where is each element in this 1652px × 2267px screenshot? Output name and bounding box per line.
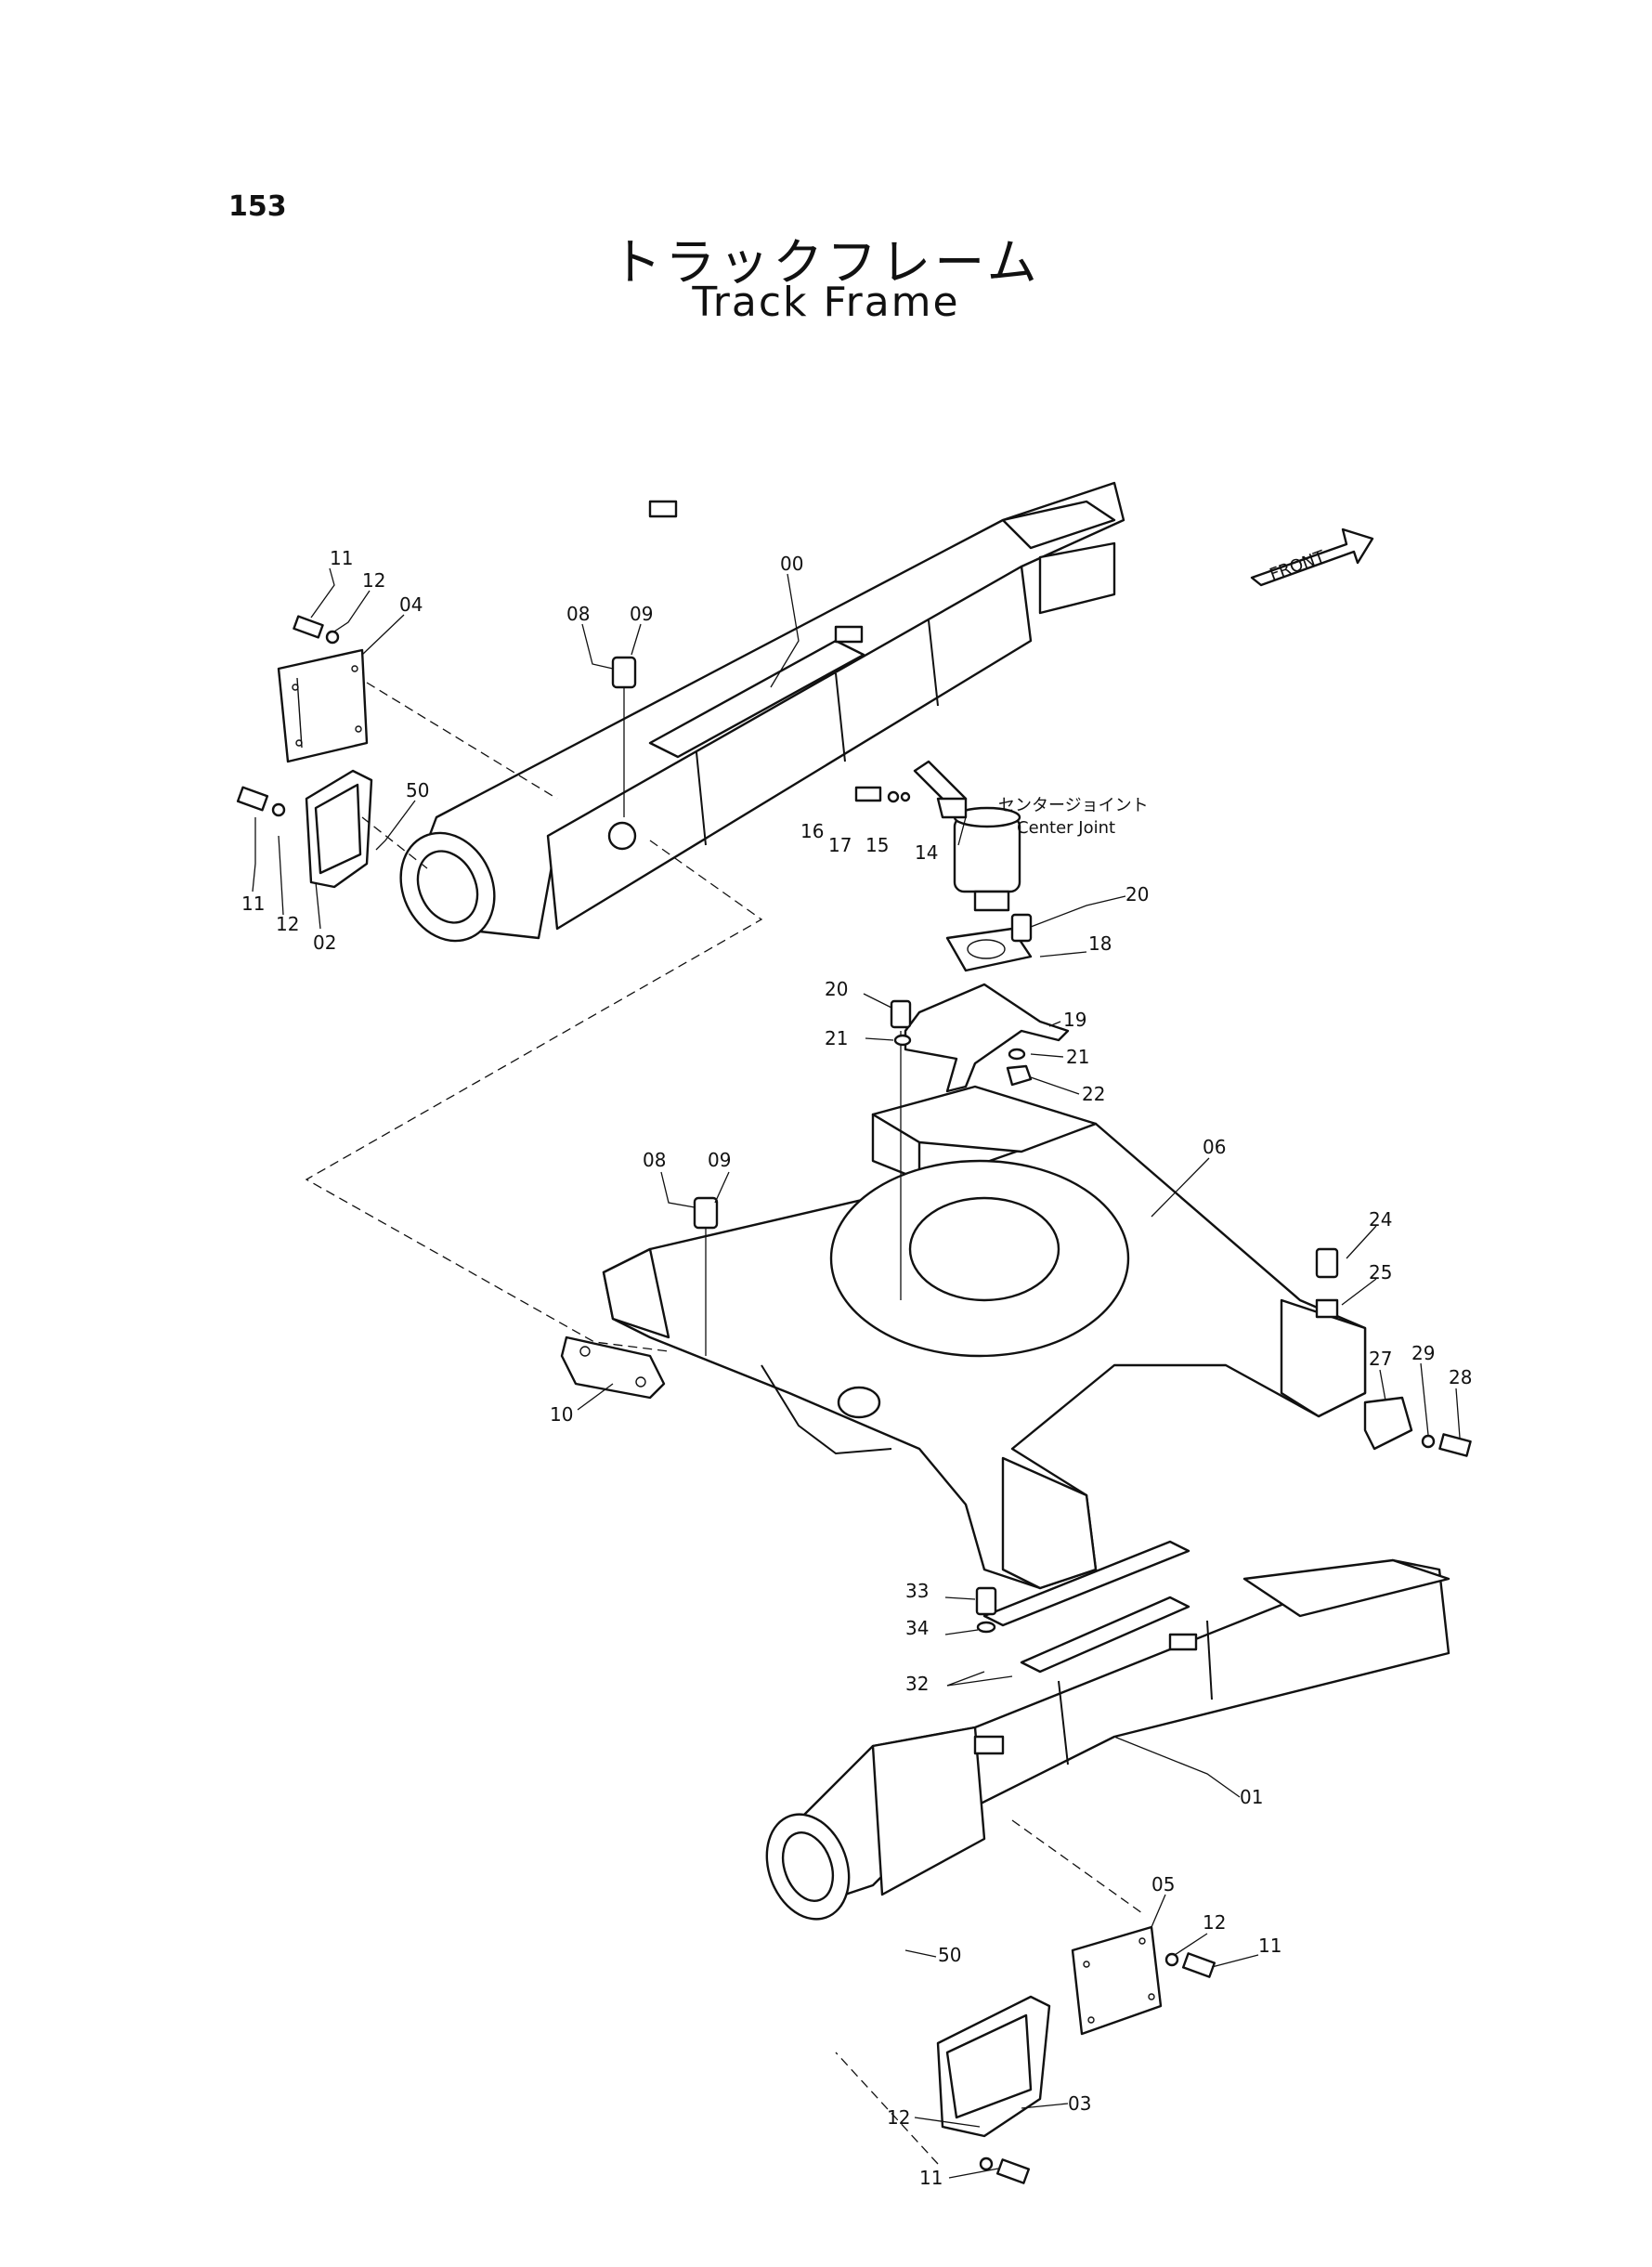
nut-22 [1006, 1064, 1033, 1087]
callout-01: 01 [1240, 1786, 1263, 1808]
callout-34: 34 [905, 1617, 929, 1639]
callout-00: 00 [780, 553, 803, 575]
callout-08: 08 [643, 1149, 666, 1171]
callout-25: 25 [1369, 1261, 1392, 1283]
callout-09: 09 [630, 603, 653, 625]
callout-11: 11 [1258, 1935, 1281, 1957]
bolt-11-lower-a [1164, 1952, 1216, 1978]
pin-09-lower [693, 1196, 719, 1356]
bolt-11-upper-a [293, 615, 340, 645]
page-number: 153 [228, 190, 287, 223]
callout-50: 50 [406, 779, 429, 801]
title-english: Track Frame [692, 279, 960, 326]
bracket-14 [913, 760, 968, 819]
callout-06: 06 [1203, 1136, 1226, 1158]
callout-18: 18 [1088, 932, 1112, 955]
bolt-16 [854, 786, 911, 803]
washer-21 [893, 1034, 1026, 1061]
callout-10: 10 [550, 1403, 573, 1426]
lower-side-frame [765, 1540, 1450, 1921]
assembly-lines [305, 682, 1143, 2165]
bolt-24 [1315, 1247, 1339, 1319]
callout-50: 50 [938, 1944, 961, 1966]
pin-09-upper [611, 656, 637, 817]
callout-12: 12 [1203, 1911, 1226, 1934]
center-joint-label-en: Center Joint [1017, 818, 1115, 838]
center-frame [602, 1085, 1367, 1590]
bolt-28 [1421, 1433, 1472, 1457]
callout-05: 05 [1151, 1873, 1175, 1896]
plate-10 [560, 1335, 666, 1400]
callout-27: 27 [1369, 1348, 1392, 1370]
callout-12: 12 [362, 569, 385, 592]
callout-12: 12 [887, 2106, 910, 2129]
upper-side-frame [399, 481, 1125, 943]
callout-28: 28 [1449, 1366, 1472, 1388]
callout-24: 24 [1369, 1208, 1392, 1231]
callout-19: 19 [1063, 1009, 1086, 1031]
callout-12: 12 [276, 913, 299, 935]
title-japanese: トラックフレーム [611, 233, 1041, 292]
callout-02: 02 [313, 932, 336, 954]
cover-04 [277, 648, 369, 763]
bolt-11-upper-b [236, 786, 286, 817]
front-arrow: FRONT [1250, 528, 1374, 587]
callout-33: 33 [905, 1580, 929, 1602]
callout-21: 21 [825, 1027, 848, 1049]
callout-21: 21 [1066, 1046, 1089, 1068]
bolt-33 [975, 1586, 997, 1634]
cover-03 [936, 1995, 1051, 2138]
center-joint [945, 806, 1033, 972]
callout-32: 32 [905, 1673, 929, 1695]
callout-14: 14 [915, 841, 938, 864]
cover-02 [305, 769, 373, 889]
bolt-20-b [890, 999, 912, 1300]
callout-09: 09 [708, 1149, 731, 1171]
callout-15: 15 [865, 834, 889, 856]
callout-20: 20 [1125, 883, 1149, 905]
callout-11: 11 [330, 547, 353, 569]
leader-lines [252, 567, 1461, 2179]
callout-17: 17 [828, 834, 852, 856]
callout-labels: 11 12 04 00 08 09 50 11 12 02 16 17 15 1… [241, 547, 1472, 2189]
callout-20: 20 [825, 978, 848, 1000]
bracket-27 [1363, 1396, 1413, 1451]
callout-22: 22 [1082, 1083, 1105, 1105]
bolt-11-lower-b [979, 2156, 1031, 2184]
callout-11: 11 [241, 892, 265, 915]
callout-29: 29 [1411, 1342, 1435, 1364]
callout-16: 16 [800, 820, 824, 842]
callout-08: 08 [566, 603, 590, 625]
bolt-20-a [1010, 913, 1033, 943]
callout-04: 04 [399, 593, 423, 616]
front-label: FRONT [1268, 547, 1329, 585]
bracket-19 [904, 983, 1070, 1093]
center-joint-label-jp: センタージョイント [998, 796, 1149, 815]
callout-03: 03 [1068, 2092, 1091, 2115]
callout-11: 11 [919, 2167, 943, 2189]
cover-05 [1071, 1925, 1163, 2036]
